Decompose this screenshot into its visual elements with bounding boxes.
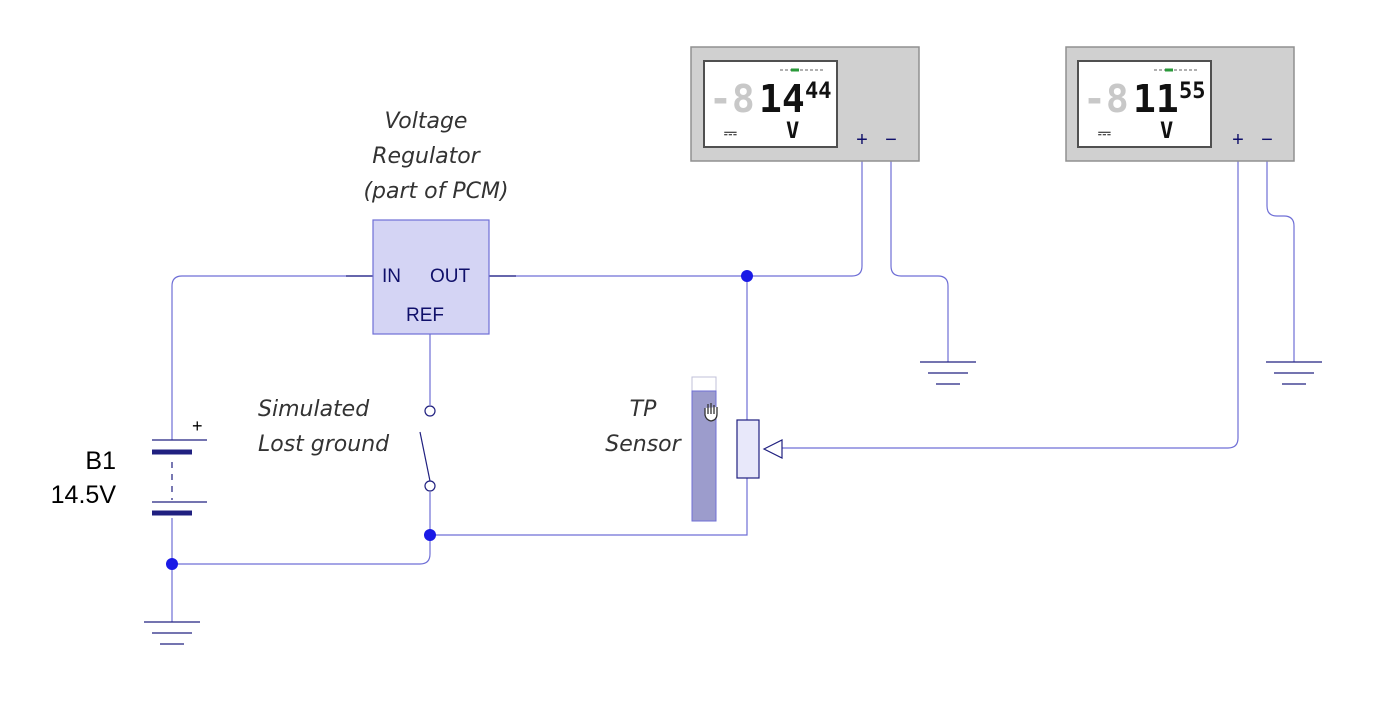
junction-node	[166, 558, 178, 570]
ground-symbol	[920, 361, 976, 385]
lost-ground-switch[interactable]: Simulated Lost ground	[258, 397, 436, 492]
ground-symbol	[1266, 361, 1322, 385]
wire-out-to-meter1-plus	[489, 148, 863, 277]
battery-voltage: 14.5V	[51, 481, 117, 509]
battery-plus-sign: +	[192, 416, 203, 436]
meter-unit: V	[1160, 119, 1173, 144]
hand-cursor-icon	[704, 403, 718, 422]
meter-plus-terminal: +	[856, 129, 868, 151]
meter-reading-main: 11	[1133, 77, 1179, 121]
regulator-body	[372, 219, 490, 335]
junction-nodes	[166, 270, 753, 570]
potentiometer-body	[736, 419, 760, 479]
wire-meter2-minus-ground	[1266, 148, 1295, 362]
regulator-title-line-1: Voltage	[385, 109, 468, 134]
voltmeter-2[interactable]: -8 11 55 ⎓ V + −	[1065, 46, 1295, 162]
tp-sensor[interactable]: TP Sensor	[605, 376, 783, 522]
meter-plus-terminal: +	[1232, 129, 1244, 151]
meter-reading-main: 14	[759, 77, 805, 121]
meter-unit: V	[786, 119, 799, 144]
regulator-out-label: OUT	[430, 266, 471, 287]
wire-return	[172, 535, 431, 565]
meter-lcd	[703, 60, 838, 148]
meter-reading-small: 44	[805, 79, 832, 104]
meter-ghost-digit: -8	[709, 77, 755, 121]
wire-meter1-minus-ground	[890, 148, 949, 362]
switch-contact	[424, 480, 436, 492]
regulator-title-line-3: (part of PCM)	[363, 179, 508, 204]
meter-lcd	[1077, 60, 1212, 148]
switch-label-line-2: Lost ground	[258, 432, 390, 457]
switch-label-line-1: Simulated	[258, 397, 370, 422]
sensor-label-line-1: TP	[630, 397, 657, 422]
battery-name: B1	[85, 447, 116, 475]
switch-contact	[424, 405, 436, 417]
wire-pot-to-ground-bus	[430, 478, 748, 536]
ground-symbol	[144, 621, 200, 645]
potentiometer-wiper-arrow	[762, 439, 783, 459]
wires	[171, 148, 1295, 622]
regulator-in-label: IN	[382, 266, 401, 287]
meter-minus-terminal: −	[885, 129, 897, 151]
wire-battery-to-in	[171, 275, 373, 440]
meter-dc-symbol: ⎓	[724, 123, 737, 142]
battery-b1[interactable]: + B1 14.5V	[51, 416, 207, 516]
wire-meter2-plus-wiper	[782, 148, 1239, 449]
voltmeter-1[interactable]: -8 14 44 ⎓ V + −	[690, 46, 920, 162]
voltage-regulator[interactable]: IN OUT REF Voltage Regulator (part of PC…	[346, 109, 516, 335]
junction-node	[424, 529, 436, 541]
sensor-label-line-2: Sensor	[605, 432, 682, 457]
meter-ghost-digit: -8	[1083, 77, 1129, 121]
meter-dc-symbol: ⎓	[1098, 123, 1111, 142]
switch-lever[interactable]	[419, 431, 431, 482]
regulator-title-line-2: Regulator	[372, 144, 481, 169]
meter-minus-terminal: −	[1261, 129, 1273, 151]
junction-node	[741, 270, 753, 282]
regulator-ref-label: REF	[406, 305, 444, 326]
meter-reading-small: 55	[1179, 79, 1206, 104]
